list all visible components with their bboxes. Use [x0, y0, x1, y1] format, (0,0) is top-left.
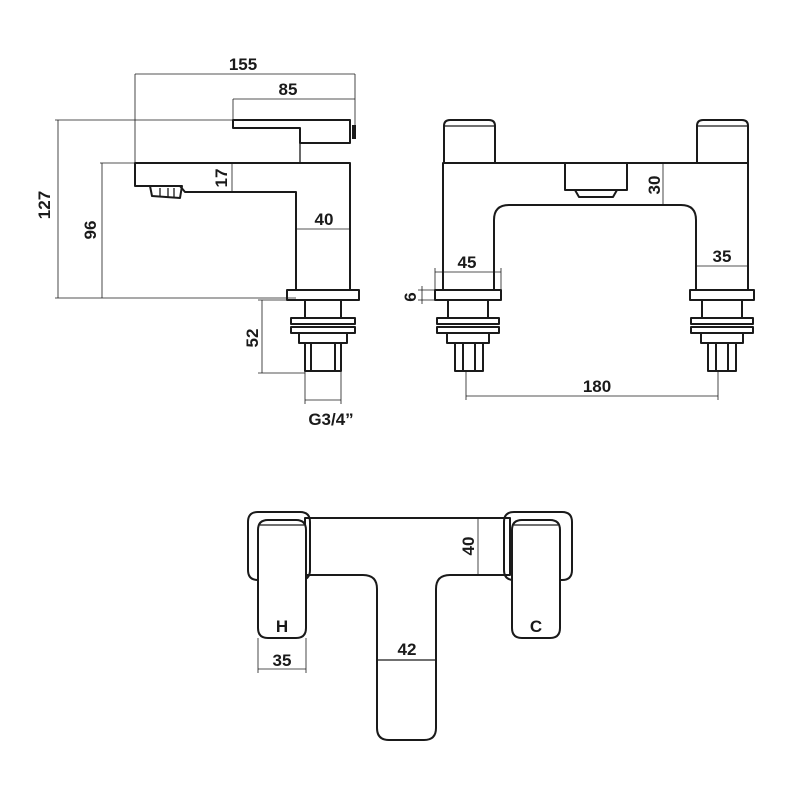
dim-42-label: 42 — [398, 640, 417, 659]
side-shank — [304, 299, 342, 319]
dim-85: 85 — [232, 80, 355, 120]
dim-35-front: 35 — [696, 247, 748, 267]
top-handle-right — [511, 519, 561, 639]
top-handle-left — [257, 519, 307, 639]
dim-45: 45 — [434, 253, 502, 290]
lever-cap-marker — [352, 125, 356, 139]
front-aerator — [574, 189, 618, 198]
dim-17-label: 17 — [212, 169, 231, 188]
front-nut-left — [446, 332, 490, 344]
front-view: 30 45 6 35 180 — [401, 119, 755, 400]
side-base-flange — [286, 289, 360, 301]
thread-label: G3/4” — [308, 410, 353, 429]
dim-127: 127 — [35, 119, 296, 299]
front-nut-right — [700, 332, 744, 344]
top-plate-right — [503, 511, 573, 581]
side-washer-1 — [290, 317, 356, 325]
dim-35-front-label: 35 — [713, 247, 732, 266]
dim-35-top-label: 35 — [273, 651, 292, 670]
side-tail-thread — [310, 342, 336, 372]
dim-180: 180 — [465, 371, 719, 400]
dim-40-side: 40 — [296, 210, 350, 230]
side-nut — [298, 332, 348, 344]
front-washer-right-1 — [690, 317, 754, 325]
front-bridge — [442, 162, 749, 291]
dim-127-label: 127 — [35, 191, 54, 219]
dim-52-label: 52 — [243, 329, 262, 348]
hot-label: H — [276, 617, 288, 636]
front-tail-right — [707, 342, 737, 372]
dim-6-label: 6 — [401, 292, 420, 301]
front-flange-left — [434, 289, 502, 301]
front-tail-left-thread — [462, 342, 476, 372]
front-tail-right-thread — [715, 342, 729, 372]
top-view: H C 35 42 40 — [247, 511, 573, 741]
dim-30: 30 — [627, 162, 681, 206]
dim-42: 42 — [398, 640, 417, 659]
dim-180-label: 180 — [583, 377, 611, 396]
dim-155: 155 — [134, 55, 356, 163]
dim-40-top: 40 — [459, 518, 479, 575]
dim-40-top-label: 40 — [459, 537, 478, 556]
front-shank-right — [701, 299, 743, 319]
dim-85-label: 85 — [279, 80, 298, 99]
front-spout-outlet — [564, 162, 628, 191]
dim-thread: G3/4” — [304, 371, 354, 429]
side-aerator — [149, 185, 183, 199]
dim-155-label: 155 — [229, 55, 257, 74]
side-view: 155 85 127 96 17 40 — [35, 55, 360, 429]
front-tail-left — [454, 342, 484, 372]
dim-35-top: 35 — [257, 638, 307, 673]
side-lever — [232, 119, 351, 144]
cold-label: C — [530, 617, 542, 636]
front-washer-left-1 — [436, 317, 500, 325]
dim-45-label: 45 — [458, 253, 477, 272]
top-body-spout — [304, 517, 511, 741]
dim-96: 96 — [81, 162, 135, 298]
dim-40-side-label: 40 — [315, 210, 334, 229]
dim-30-label: 30 — [645, 176, 664, 195]
dim-17: 17 — [212, 163, 233, 192]
dim-6: 6 — [401, 286, 435, 304]
dim-96-label: 96 — [81, 221, 100, 240]
dim-52: 52 — [243, 299, 305, 374]
front-shank-left — [447, 299, 489, 319]
front-flange-right — [689, 289, 755, 301]
